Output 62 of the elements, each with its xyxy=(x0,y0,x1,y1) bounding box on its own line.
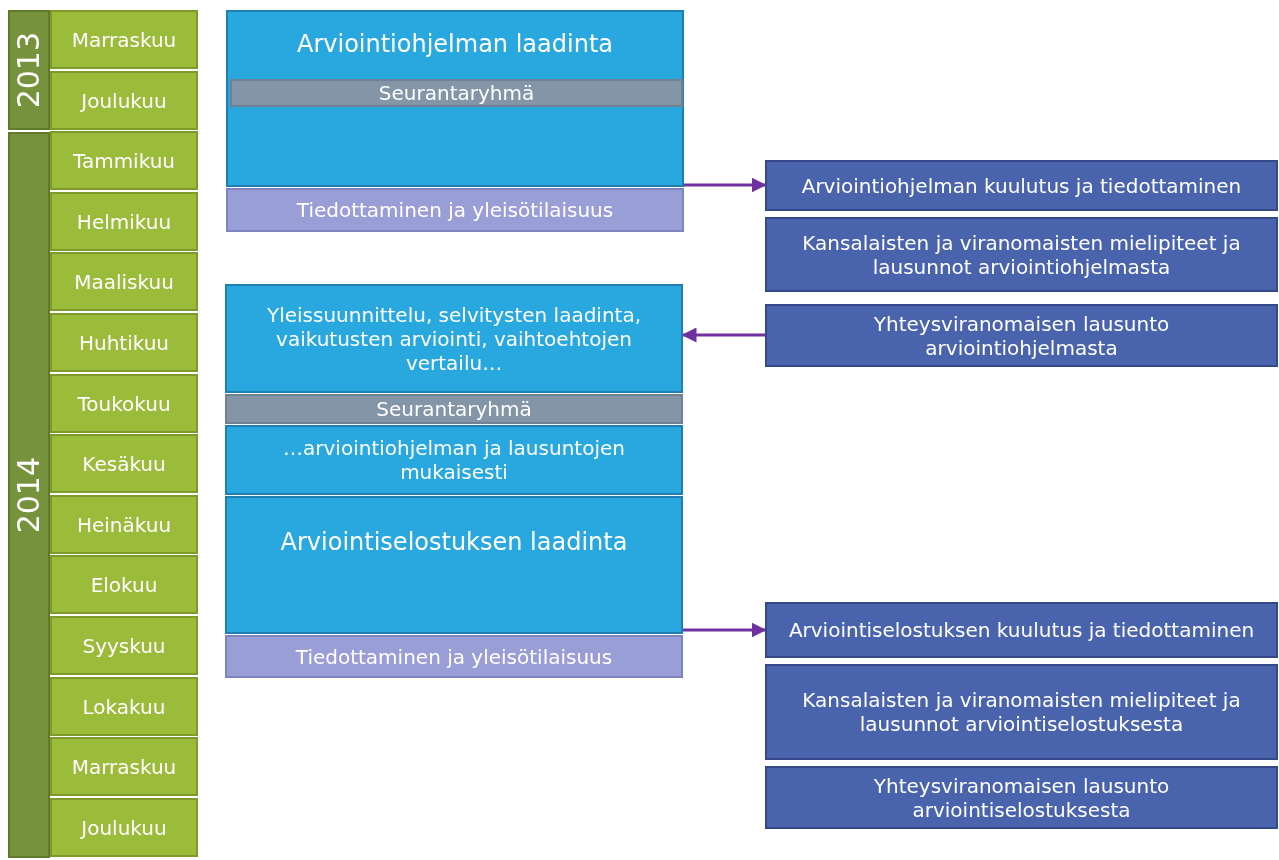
month-box xyxy=(50,192,198,251)
node-text: Tiedottaminen ja yleisötilaisuus xyxy=(295,644,613,669)
node-text: Helmikuu xyxy=(76,209,172,234)
node-text: Toukokuu xyxy=(77,391,171,416)
node-text: Arviointiselostuksen kuulutus ja tiedottaminen xyxy=(788,618,1255,642)
node-text: Yhteysviranomaisen lausunto arviointiohjelmasta xyxy=(872,311,1171,360)
month-box xyxy=(50,374,198,433)
info-box xyxy=(765,217,1278,292)
node-text: Tiedottaminen ja yleisötilaisuus xyxy=(296,198,614,222)
node-text: Heinäkuu xyxy=(76,512,172,537)
node-text: Huhtikuu xyxy=(78,330,170,355)
node-text: Arviointiselostuksen laadinta xyxy=(280,528,628,557)
info-band xyxy=(226,188,684,232)
process-box xyxy=(225,284,683,393)
year-band xyxy=(8,132,50,858)
month-box xyxy=(50,10,198,69)
month-box xyxy=(50,495,198,554)
group-band xyxy=(225,394,683,424)
node-text: Yhteysviranomaisen lausunto arviointiselostuksesta xyxy=(872,773,1171,822)
month-box xyxy=(50,737,198,796)
arrow xyxy=(683,622,767,638)
node-text: Kesäkuu xyxy=(82,451,166,476)
node-text: Kansalaisten ja viranomaisten mielipiteet ja lausunnot arviointiohjelmasta xyxy=(801,230,1242,279)
node-text: Tammikuu xyxy=(73,148,175,173)
node-text: Maaliskuu xyxy=(74,269,174,294)
year-label: 2014 xyxy=(11,456,47,534)
node-text: Marraskuu xyxy=(71,754,177,779)
node-text: Lokakuu xyxy=(82,694,166,719)
node-text: Seurantaryhmä xyxy=(378,81,535,105)
month-box xyxy=(50,677,198,736)
node-text: Joulukuu xyxy=(81,815,167,840)
node-text: Marraskuu xyxy=(71,27,177,52)
process-box xyxy=(225,425,683,495)
year-band xyxy=(8,10,50,130)
node-text: Arviointiohjelman kuulutus ja tiedottaminen xyxy=(801,173,1242,198)
node-text: Elokuu xyxy=(90,572,158,597)
process-box xyxy=(226,10,684,187)
node-text: Yleissuunnittelu, selvitysten laadinta, vaikutusten arviointi, vaihtoehtojen vertailu… xyxy=(265,302,643,375)
info-box xyxy=(765,160,1278,211)
year-label: 2013 xyxy=(11,31,47,109)
month-box xyxy=(50,313,198,372)
info-box xyxy=(765,304,1278,367)
info-band xyxy=(225,635,683,678)
info-box xyxy=(765,766,1278,829)
node-text: Syyskuu xyxy=(82,633,166,658)
info-box xyxy=(765,664,1278,760)
info-box xyxy=(765,602,1278,658)
node-text: Seurantaryhmä xyxy=(376,397,532,421)
node-text: Joulukuu xyxy=(81,88,167,113)
month-box xyxy=(50,555,198,614)
node-text: …arviointiohjelman ja lausuntojen mukaisesti xyxy=(282,436,626,484)
arrow xyxy=(684,177,767,193)
month-box xyxy=(50,131,198,190)
month-box xyxy=(50,252,198,311)
group-band xyxy=(230,79,683,107)
month-box xyxy=(50,71,198,130)
month-box xyxy=(50,798,198,857)
node-text: Kansalaisten ja viranomaisten mielipiteet ja lausunnot arviointiselostuksesta xyxy=(801,688,1242,736)
month-box xyxy=(50,434,198,493)
process-box xyxy=(225,496,683,634)
month-box xyxy=(50,616,198,675)
node-text: Arviointiohjelman laadinta xyxy=(297,30,613,59)
